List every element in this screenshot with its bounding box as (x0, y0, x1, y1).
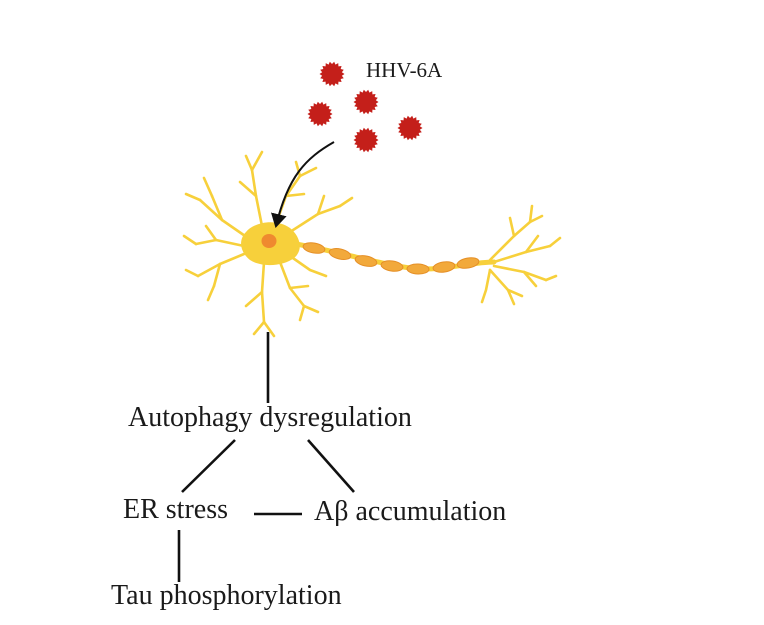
abeta-accumulation-label: Aβ accumulation (314, 496, 507, 527)
virus-label: HHV-6A (366, 58, 443, 82)
connector-lines (177, 332, 355, 582)
tau-phosphorylation-label: Tau phosphorylation (111, 580, 342, 611)
connector-autophagy-er (181, 439, 236, 493)
er-stress-label: ER stress (123, 494, 228, 525)
virus-particle (397, 115, 423, 141)
virus-particle (353, 127, 379, 153)
neuron-nucleus (261, 234, 277, 248)
virus-particle (307, 101, 333, 127)
virus-particles (307, 61, 423, 153)
connector-autophagy-abeta (307, 439, 355, 493)
virus-particle (353, 89, 379, 115)
neuron-illustration (182, 150, 562, 338)
autophagy-dysregulation-label: Autophagy dysregulation (128, 402, 412, 433)
neuron-dendrites (182, 150, 562, 338)
virus-particle (319, 61, 345, 87)
myelin-sheath (302, 242, 480, 275)
infection-arrow (271, 141, 335, 228)
